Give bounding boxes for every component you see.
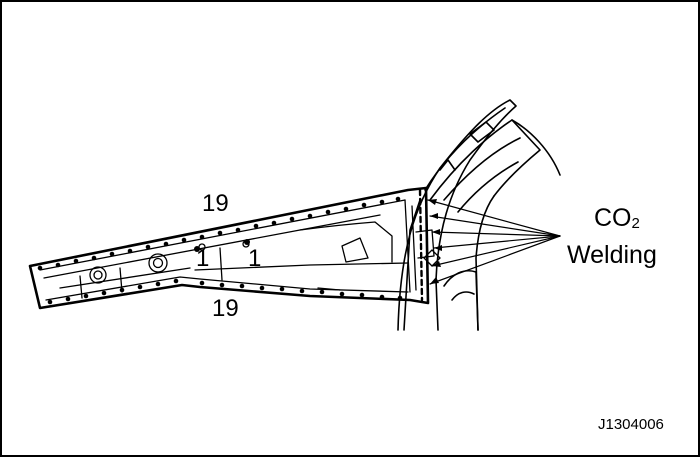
rocker-panel-outline (28, 186, 430, 310)
part-count-label-left: 1 (196, 245, 210, 272)
co2-leader-lines (427, 199, 561, 285)
spot-welds-part-1 (194, 239, 250, 252)
co2-label: CO2 (594, 204, 640, 232)
weld-count-label-bottom: 19 (212, 295, 239, 322)
co2-arrowheads (428, 199, 442, 284)
spot-welds-bottom (47, 278, 403, 305)
figure-id: J1304006 (598, 416, 664, 433)
part-count-label-right: 1 (248, 245, 262, 272)
welding-label: Welding (567, 241, 657, 269)
co2-label-main: CO (594, 204, 632, 232)
co2-weld-bead (418, 188, 424, 302)
spot-welds-top (37, 196, 401, 271)
weld-count-label-top: 19 (202, 190, 229, 217)
body-side-pillar (397, 99, 561, 331)
co2-label-subscript: 2 (631, 215, 640, 232)
